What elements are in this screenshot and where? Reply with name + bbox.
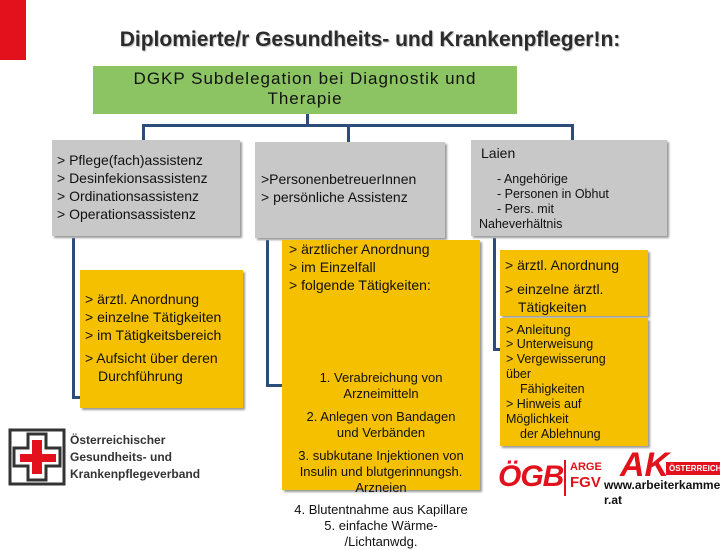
connector-left-stub (72, 396, 80, 399)
url-line: r.at (604, 493, 623, 507)
right-yellow-top-item: > ärztl. Anordnung (505, 257, 620, 273)
left-gray-item: > Desinfekionsassistenz (57, 170, 208, 186)
connector-middle-stub (266, 384, 282, 387)
right-gray-item: - Angehörige (497, 172, 568, 186)
middle-list-line: Arzneien (355, 480, 407, 495)
right-yellow-bottom-item: Fähigkeiten (520, 382, 585, 396)
right-gray-item: Naheverhältnis (479, 217, 563, 231)
right-yellow-top-item: Tätigkeiten (518, 299, 587, 315)
right-gray-item: - Personen in Obhut (497, 187, 609, 201)
middle-gray-box: >PersonenbetreuerInnen > persönliche Ass… (255, 142, 445, 238)
left-gray-item: > Pflege(fach)assistenz (57, 152, 203, 168)
left-yellow-extra-line1: > Aufsicht über deren (85, 350, 218, 366)
right-yellow-bottom-item: Möglichkeit (506, 412, 569, 426)
connector-right-branch (493, 238, 496, 350)
connector-middle-branch (266, 240, 269, 386)
middle-list-line: 4. Blutentnahme aus Kapillare (294, 502, 468, 517)
middle-list-line: 5. einfache Wärme- (324, 518, 438, 533)
right-yellow-top-box: > ärztl. Anordnung > einzelne ärztl. Tät… (500, 250, 648, 316)
middle-list-line: 3. subkutane Injektionen von (298, 448, 464, 463)
left-gray-item: > Operationsassistenz (57, 206, 196, 222)
connector-right-stub (493, 348, 503, 351)
middle-list-line: /Lichtanwdg. (344, 534, 418, 549)
left-yellow-box: > ärztl. Anordnung > einzelne Tätigkeite… (80, 270, 243, 408)
right-yellow-bottom-box: > Anleitung > Unterweisung > Vergewisser… (500, 318, 648, 446)
oegb-text: ÖGB (498, 460, 564, 493)
ak-text: AK (620, 446, 670, 484)
right-yellow-bottom-item: über (506, 367, 532, 381)
right-gray-title: Laien (481, 145, 516, 161)
middle-yellow-intro-item: > folgende Tätigkeiten: (289, 277, 431, 293)
middle-yellow-list: 1. Verabreichung von Arzneimitteln 2. An… (282, 370, 480, 550)
oegkv-line: Österreichischer (70, 433, 166, 447)
root-label-line2: Therapie (267, 89, 343, 108)
ak-sub: ÖSTERREICH (666, 462, 720, 475)
left-gray-box: > Pflege(fach)assistenz > Desinfekionsas… (52, 140, 240, 236)
right-yellow-bottom-item: > Anleitung (506, 322, 571, 337)
middle-list-line: und Verbänden (336, 425, 426, 440)
oegb-logo: ÖGB ARGE FGV (496, 458, 606, 498)
left-yellow-item: > im Tätigkeitsbereich (85, 327, 222, 343)
connector-left-down (142, 124, 145, 140)
middle-list-line: 2. Anlegen von Bandagen (306, 409, 456, 424)
middle-gray-item: >PersonenbetreuerInnen (261, 171, 417, 187)
middle-gray-item: > persönliche Assistenz (261, 189, 408, 205)
ak-logo: AK ÖSTERREICH (618, 446, 720, 496)
left-yellow-extra-line2: Durchführung (98, 368, 183, 384)
fgv-line: FGV (570, 474, 601, 491)
connector-horizontal (142, 124, 574, 127)
connector-right-down (571, 124, 574, 140)
connector-middle-down (347, 124, 350, 142)
page-title: Diplomierte/r Gesundheits- und Krankenpf… (119, 28, 621, 51)
oegkv-cross-icon (8, 428, 66, 486)
middle-list-line: Arzneimitteln (343, 386, 419, 401)
right-gray-item: - Pers. mit (497, 202, 554, 216)
arge-fgv-mark: ARGE FGV (564, 460, 610, 496)
arge-line: ARGE (570, 461, 602, 473)
connector-root-down (306, 114, 309, 126)
left-yellow-item: > ärztl. Anordnung (85, 291, 200, 307)
left-gray-item: > Ordinationsassistenz (57, 188, 200, 204)
right-yellow-bottom-item: > Hinweis auf (506, 397, 582, 411)
right-gray-list: - Angehörige - Personen in Obhut - Pers.… (479, 172, 609, 232)
middle-yellow-intro-item: > im Einzelfall (289, 259, 376, 275)
right-yellow-bottom-item: der Ablehnung (520, 427, 601, 441)
left-yellow-extra: > Aufsicht über deren Durchführung (85, 349, 243, 385)
middle-list-line: 1. Verabreichung von (319, 370, 443, 385)
right-gray-box: Laien - Angehörige - Personen in Obhut -… (471, 140, 667, 236)
root-label-line1: DGKP Subdelegation bei Diagnostik und (133, 69, 477, 88)
left-yellow-item: > einzelne Tätigkeiten (85, 309, 222, 325)
oegkv-name: Österreichischer Gesundheits- und Kranke… (70, 432, 200, 483)
right-yellow-bottom-item: > Vergewisserung (506, 352, 606, 366)
oegkv-line: Krankenpflegeverband (70, 467, 201, 481)
oegkv-line: Gesundheits- und (70, 450, 172, 464)
connector-left-branch (72, 238, 75, 398)
corner-accent (0, 0, 26, 60)
middle-yellow-intro-item: > ärztlicher Anordnung (289, 241, 430, 257)
root-node: DGKP Subdelegation bei Diagnostik und Th… (93, 66, 517, 114)
oegkv-logo: Österreichischer Gesundheits- und Kranke… (8, 428, 228, 488)
url-line: www.arbeiterkamme (604, 478, 720, 492)
middle-list-line: Insulin und blutgerinnungsh. (299, 464, 463, 479)
right-yellow-bottom-item: > Unterweisung (506, 337, 594, 351)
middle-yellow-box: > ärztlicher Anordnung > im Einzelfall >… (282, 240, 480, 490)
website-url[interactable]: www.arbeiterkamme r.at (604, 478, 720, 508)
right-yellow-top-item: > einzelne ärztl. (505, 281, 604, 297)
